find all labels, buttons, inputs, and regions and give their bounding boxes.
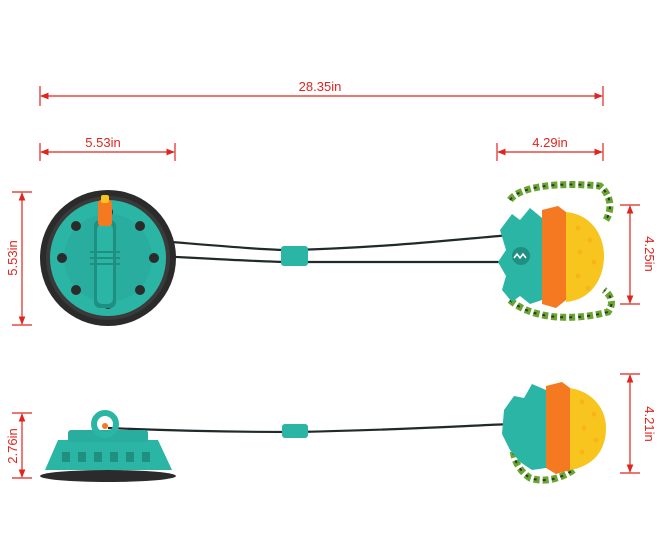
total-length-label: 28.35in — [299, 79, 342, 94]
suction-base-side — [40, 410, 176, 482]
base-height-side-label: 2.76in — [5, 428, 20, 463]
dimension-ball-height-side: 4.21in — [620, 373, 657, 474]
base-width-label: 5.53in — [85, 135, 120, 150]
base-height-front-label: 5.53in — [5, 240, 20, 275]
rope-side — [509, 424, 579, 484]
cord-clip-side — [282, 424, 308, 438]
dimension-base-width: 5.53in — [39, 135, 176, 161]
dimension-ball-length: 4.29in — [496, 135, 604, 161]
front-cords — [119, 233, 511, 266]
side-cord — [107, 422, 513, 438]
ball-height-front-label: 4.25in — [642, 236, 657, 271]
ball-front — [498, 206, 604, 308]
dimension-base-height-front: 5.53in — [5, 191, 32, 326]
dimension-total-length: 28.35in — [39, 79, 604, 106]
ball-side — [502, 382, 606, 474]
ball-height-side-label: 4.21in — [642, 406, 657, 441]
ball-length-label: 4.29in — [532, 135, 567, 150]
suction-base-front — [40, 190, 176, 326]
dimension-base-height-side: 2.76in — [5, 412, 32, 479]
rope-front — [507, 181, 615, 321]
cord-clip-front — [281, 246, 308, 266]
dimension-ball-height-front: 4.25in — [620, 204, 657, 305]
